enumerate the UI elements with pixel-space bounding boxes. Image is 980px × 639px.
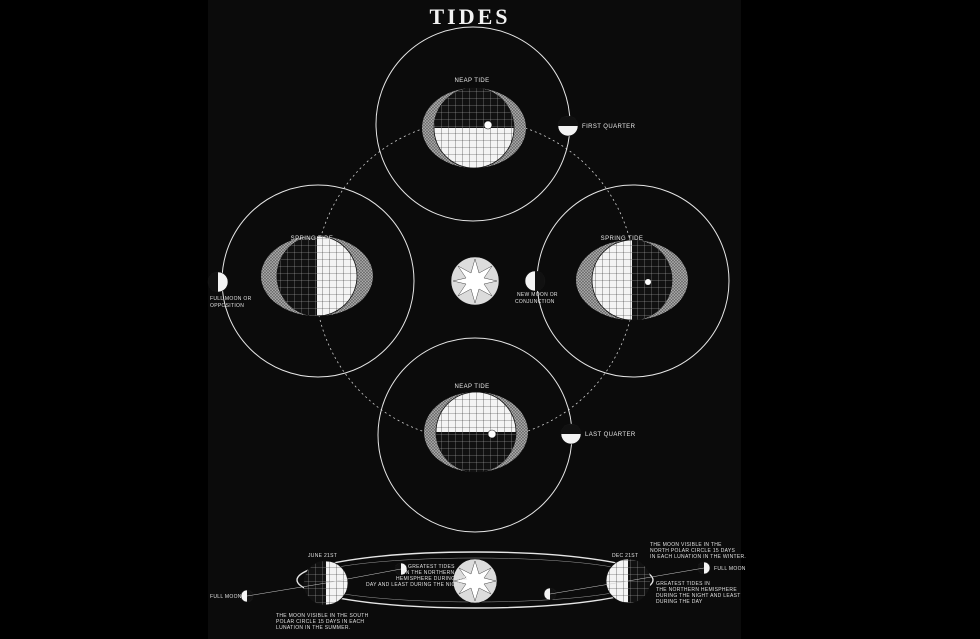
moon-label-bottom: LAST QUARTER [585,432,636,438]
earth-orbit [296,551,654,609]
north-polar-note-line-2: NORTH POLAR CIRCLE 15 DAYS [650,548,736,554]
south-note-line-1: THE MOON VISIBLE IN THE SOUTH [276,613,369,619]
moon-full [207,271,229,293]
south-note: THE MOON VISIBLE IN THE SOUTH POLAR CIRC… [276,613,369,631]
moon-small-2 [394,562,408,576]
moon-first-quarter [557,115,579,137]
earth-spring-right [576,239,688,321]
north-tides-note-line-1: GREATEST TIDES [408,564,455,570]
moon-line-dec [549,567,705,595]
winter-tides-note-line-3: DURING THE NIGHT AND LEAST [656,593,741,599]
full-moon-left-label: FULL MOON [210,594,242,600]
north-tides-note: GREATEST TIDES IN THE NORTHERN HEMISPHER… [366,564,468,588]
moon-label-right-1: NEW MOON OR [517,292,558,298]
north-polar-note-line-1: THE MOON VISIBLE IN THE [650,542,722,548]
tide-label-bottom: NEAP TIDE [454,384,489,390]
plate-title: TIDES [429,4,510,29]
moon-label-left-2: OPPOSITION [210,303,244,309]
winter-tides-note-line-2: THE NORTHERN HEMISPHERE [656,587,737,593]
moon-label-top: FIRST QUARTER [582,124,636,130]
sun-lower [452,558,498,604]
south-note-line-2: POLAR CIRCLE 15 DAYS IN EACH [276,619,364,625]
full-moon-right-label: FULL MOON [714,566,746,572]
winter-tides-note-line-1: GREATEST TIDES IN [656,581,710,587]
tide-label-top: NEAP TIDE [454,78,489,84]
moon-new [524,270,546,292]
north-tides-note-line-4: DAY AND LEAST DURING THE NIGHT [366,582,463,588]
tide-label-left: SPRING TIDE [291,236,334,242]
dec-label: DEC 21ST [612,553,638,559]
north-tides-note-line-2: IN THE NORTHERN [404,570,455,576]
south-note-line-3: LUNATION IN THE SUMMER. [276,625,351,631]
sun-center [450,256,500,306]
earth-spring-left [261,235,373,317]
moon-label-left-1: FULL MOON OR [210,296,252,302]
winter-tides-note-line-4: DURING THE DAY [656,599,703,605]
north-tides-note-line-3: HEMISPHERE DURING THE [396,576,468,582]
earth-neap-top [422,87,526,169]
winter-tides-note: GREATEST TIDES IN THE NORTHERN HEMISPHER… [656,581,741,605]
earth-neap-bottom [424,391,528,473]
north-polar-note-line-3: IN EACH LUNATION IN THE WINTER. [650,554,746,560]
moon-last-quarter [560,423,582,445]
tide-label-right: SPRING TIDE [601,236,644,242]
north-polar-note: THE MOON VISIBLE IN THE NORTH POLAR CIRC… [650,542,746,560]
moon-label-right-2: CONJUNCTION [515,299,555,305]
moon-line-june [246,568,402,597]
june-label: JUNE 21ST [308,553,337,559]
